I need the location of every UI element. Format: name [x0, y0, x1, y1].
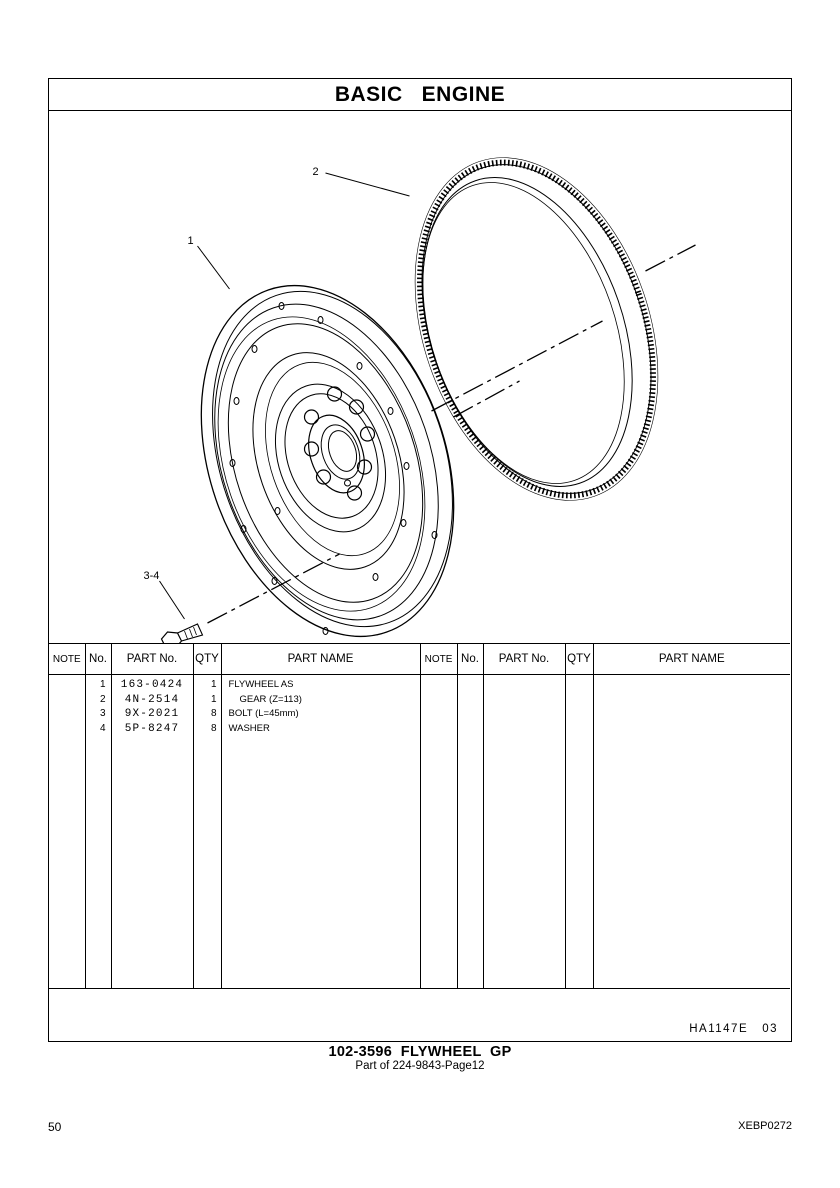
note-column-right	[420, 674, 458, 989]
part-number: 9X-2021	[124, 708, 180, 720]
part-name: BOLT (L=45mm)	[228, 708, 299, 719]
parts-list-table: NOTE No. PART No. QTY PART NAME NOTE No.…	[49, 643, 790, 989]
part-number-column: 163-0424 4N-2514 9X-2021 5P-8247	[111, 674, 194, 989]
table-body-row: 1 2 3 4 163-0424 4N-2514 9X-2021 5P-8247…	[49, 674, 790, 990]
parts-page-frame: BASIC ENGINE	[48, 78, 792, 1042]
item-number: 2	[99, 693, 106, 705]
col-header-qty: QTY	[193, 643, 222, 675]
table-header-row: NOTE No. PART No. QTY PART NAME NOTE No.…	[49, 643, 790, 675]
bolt-icon	[160, 623, 204, 643]
item-number: 4	[99, 722, 106, 734]
part-number: 5P-8247	[124, 722, 180, 735]
col-header-note-right: NOTE	[420, 643, 458, 675]
quantity: 8	[210, 708, 217, 719]
illustration-code: HA1147E 03	[689, 1023, 778, 1035]
part-name: GEAR (Z=113)	[239, 693, 302, 705]
quantity: 8	[210, 722, 217, 734]
part-number: 163-0424	[120, 679, 184, 691]
col-header-part-name: PART NAME	[221, 643, 421, 675]
col-header-note: NOTE	[49, 643, 86, 675]
col-header-part-no: PART No.	[111, 643, 194, 675]
flywheel-icon	[200, 284, 455, 638]
page-number: 50	[48, 1120, 62, 1134]
part-name: FLYWHEEL AS	[228, 679, 294, 690]
callout-2: 2	[313, 166, 319, 178]
col-header-qty-right: QTY	[565, 643, 594, 675]
section-title: BASIC ENGINE	[49, 79, 791, 111]
quantity-column: 1 1 8 8	[193, 674, 222, 989]
quantity-column-right	[565, 674, 594, 989]
section-title-text: BASIC ENGINE	[334, 83, 506, 106]
exploded-view-drawing: 2 1 3-4	[49, 111, 791, 643]
col-header-part-no-right: PART No.	[483, 643, 566, 675]
item-number-column: 1 2 3 4	[85, 674, 112, 989]
callout-3-4: 3-4	[144, 570, 160, 582]
part-of-reference: Part of 224-9843-Page12	[355, 1060, 485, 1072]
ring-gear-icon	[414, 157, 659, 501]
quantity: 1	[210, 693, 217, 705]
item-number: 3	[99, 708, 106, 719]
document-number: XEBP0272	[738, 1120, 792, 1132]
item-number-column-right	[457, 674, 484, 989]
part-name-column-right	[593, 675, 790, 990]
part-number: 4N-2514	[124, 693, 180, 706]
item-number: 1	[99, 679, 106, 690]
callout-1: 1	[188, 235, 194, 247]
col-header-no: No.	[85, 643, 112, 675]
group-caption: 102-3596 FLYWHEEL GP	[328, 1044, 512, 1060]
part-name: WASHER	[228, 722, 270, 734]
illustration-code-row: HA1147E 03	[49, 988, 790, 1040]
part-number-column-right	[483, 674, 566, 989]
part-name-column: FLYWHEEL AS GEAR (Z=113) BOLT (L=45mm) W…	[221, 674, 421, 989]
note-column	[49, 674, 86, 989]
col-header-no-right: No.	[457, 643, 484, 675]
quantity: 1	[210, 679, 217, 690]
col-header-part-name-right: PART NAME	[593, 643, 790, 675]
